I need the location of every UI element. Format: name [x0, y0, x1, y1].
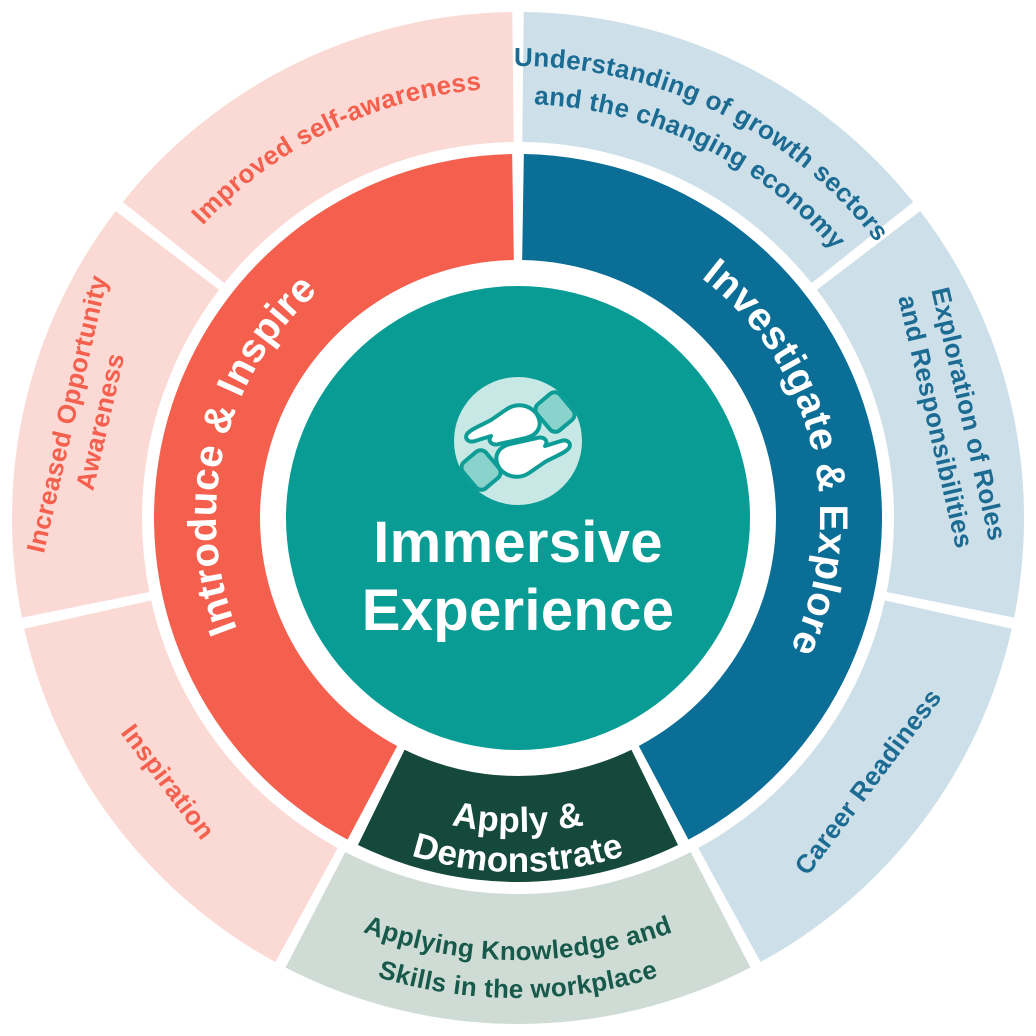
outer-segment-exploration-roles-responsibilities — [816, 211, 1024, 618]
outer-segment-career-readiness — [698, 600, 1012, 963]
center-title-line-1: Immersive — [373, 510, 663, 575]
giving-hands-icon — [454, 377, 582, 505]
receiving-hand — [459, 435, 572, 492]
inner-label-apply-demonstrate-line-1: Apply & — [450, 795, 586, 841]
inner-segment-introduce-inspire — [153, 154, 514, 840]
center-title-line-2: Experience — [362, 578, 675, 643]
outer-segment-understanding-growth-sectors — [522, 12, 914, 284]
outer-segment-improved-self-awareness — [122, 12, 514, 284]
giving-hand — [464, 390, 577, 447]
outer-segment-increased-opportunity-awareness — [12, 211, 220, 618]
inner-segment-investigate-explore — [522, 154, 883, 840]
inner-segment-apply-demonstrate — [357, 749, 679, 883]
center-circle — [286, 286, 750, 750]
outer-segment-inspiration — [24, 600, 338, 963]
outer-segment-applying-knowledge-skills — [285, 851, 751, 1025]
